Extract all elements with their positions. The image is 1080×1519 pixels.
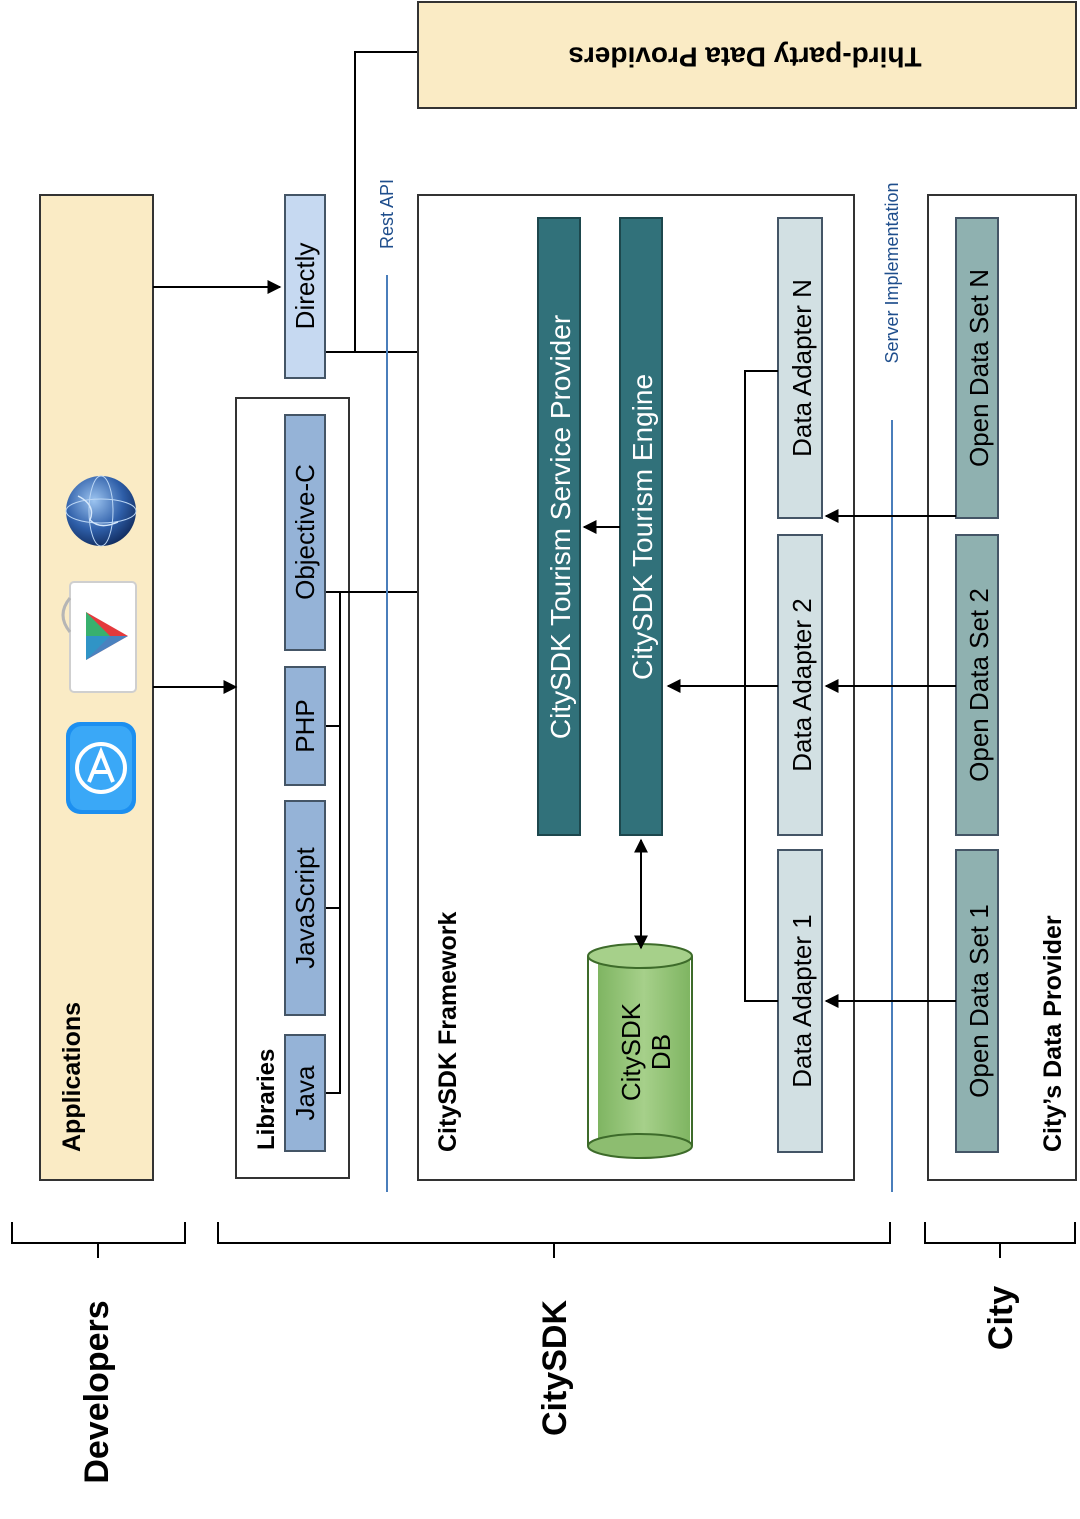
adapter-connectors <box>666 370 778 1002</box>
open-data-set-1[interactable]: Open Data Set 1 <box>955 849 999 1153</box>
citysdk-bracket <box>217 1222 891 1258</box>
group-label-citysdk: CitySDK <box>536 1300 574 1436</box>
directly-label: Directly <box>290 243 320 330</box>
open-data-set-2[interactable]: Open Data Set 2 <box>955 534 999 836</box>
library-objective-c[interactable]: Objective-C <box>284 414 326 651</box>
data-adapter-1[interactable]: Data Adapter 1 <box>777 849 823 1153</box>
library-php-label: PHP <box>290 699 320 752</box>
city-data-provider-title: City’s Data Provider <box>1039 915 1067 1152</box>
third-party-data-providers[interactable]: Third-party Data Providers <box>417 1 1077 109</box>
data-adapter-n[interactable]: Data Adapter N <box>777 217 823 519</box>
directly-box[interactable]: Directly <box>284 194 326 379</box>
tourism-engine-label: CitySDK Tourism Engine <box>627 374 658 680</box>
framework-title: CitySDK Framework <box>434 912 462 1152</box>
tourism-engine[interactable]: CitySDK Tourism Engine <box>619 217 663 836</box>
tourism-service-provider-label: CitySDK Tourism Service Provider <box>545 315 576 739</box>
city-data-provider-box <box>927 194 1077 1181</box>
applications-title: Applications <box>58 1002 86 1152</box>
open-data-set-1-label: Open Data Set 1 <box>964 904 994 1098</box>
rest-api-label: Rest API <box>377 179 397 249</box>
library-java-label: Java <box>290 1065 320 1120</box>
server-implementation-label: Server Implementation <box>882 182 902 363</box>
open-data-set-n-label: Open Data Set N <box>964 269 994 467</box>
play-store-icon[interactable] <box>61 581 137 693</box>
data-adapter-2-label: Data Adapter 2 <box>787 598 817 771</box>
library-javascript-label: JavaScript <box>290 847 320 969</box>
data-adapter-2[interactable]: Data Adapter 2 <box>777 534 823 836</box>
group-label-city: City <box>982 1286 1020 1350</box>
library-java[interactable]: Java <box>284 1034 326 1152</box>
group-label-developers: Developers <box>78 1300 116 1483</box>
developers-bracket <box>11 1222 186 1258</box>
data-adapter-1-label: Data Adapter 1 <box>787 914 817 1087</box>
citysdk-db[interactable]: CitySDK DB <box>586 943 694 1159</box>
open-data-set-n[interactable]: Open Data Set N <box>955 217 999 519</box>
library-objective-c-label: Objective-C <box>290 464 320 600</box>
open-data-set-2-label: Open Data Set 2 <box>964 588 994 782</box>
db-label-line2: DB <box>646 1034 676 1070</box>
data-adapter-n-label: Data Adapter N <box>787 279 817 457</box>
dataset-arrows <box>824 509 956 1008</box>
third-party-connector <box>354 51 418 352</box>
library-javascript[interactable]: JavaScript <box>284 800 326 1016</box>
city-bracket <box>924 1222 1076 1258</box>
db-label-line1: CitySDK <box>616 1002 646 1101</box>
libraries-title: Libraries <box>253 1049 280 1150</box>
third-party-label: Third-party Data Providers <box>568 42 921 73</box>
library-php[interactable]: PHP <box>284 666 326 786</box>
tourism-service-provider[interactable]: CitySDK Tourism Service Provider <box>537 217 581 836</box>
app-store-icon[interactable] <box>66 722 136 814</box>
globe-icon[interactable] <box>65 475 137 547</box>
